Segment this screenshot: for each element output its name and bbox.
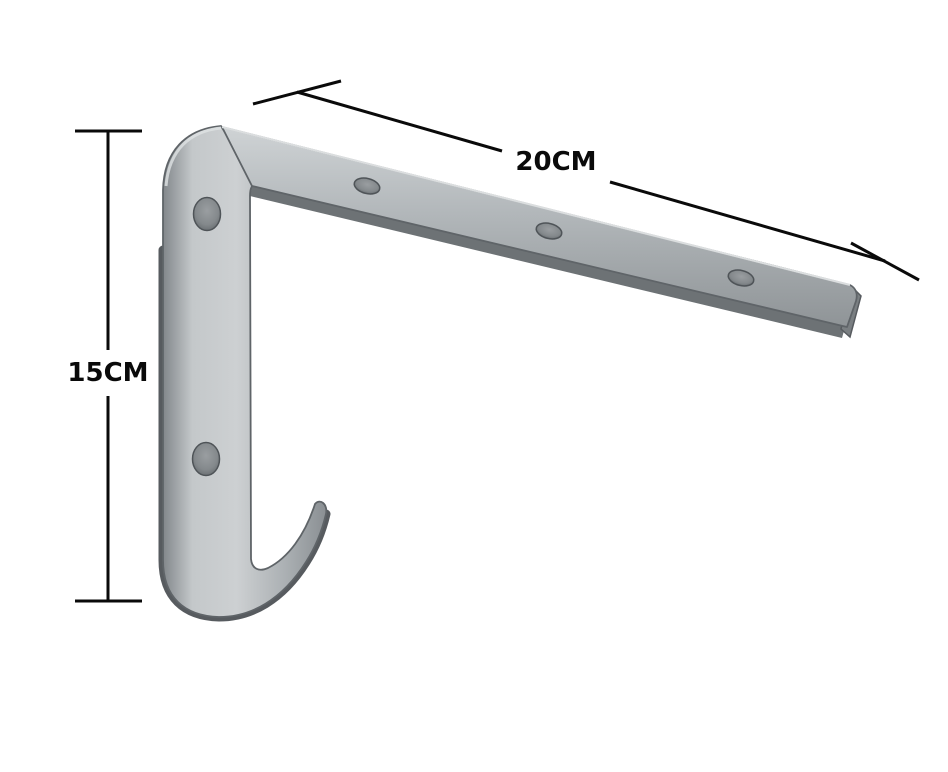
width-dim-label: 20CM bbox=[515, 147, 596, 177]
bend-highlight bbox=[164, 126, 222, 187]
arm-top-highlight bbox=[221, 126, 851, 286]
width-dimension: 20CM bbox=[252, 79, 920, 282]
screw-hole bbox=[535, 222, 563, 240]
width-dim-line-left bbox=[296, 90, 503, 153]
height-dim-label: 15CM bbox=[67, 358, 148, 388]
width-dim-line-right bbox=[609, 180, 886, 263]
screw-hole bbox=[353, 177, 381, 195]
bracket bbox=[158, 125, 862, 622]
width-dim-tick-right bbox=[850, 241, 920, 282]
height-dimension: 15CM bbox=[67, 129, 149, 603]
screw-hole bbox=[191, 441, 221, 477]
vertical-arm-and-hook bbox=[162, 125, 328, 618]
screw-hole bbox=[192, 196, 222, 232]
arm-thickness-edge bbox=[250, 186, 845, 338]
screw-hole bbox=[727, 269, 755, 287]
